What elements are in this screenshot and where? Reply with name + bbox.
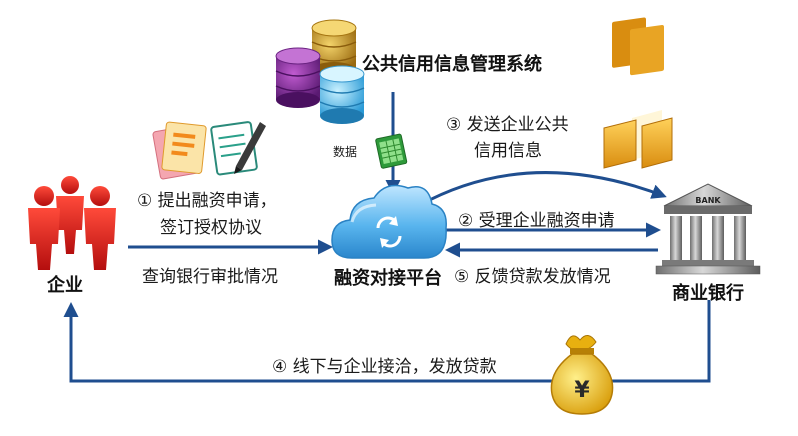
platform-label: 融资对接平台 — [334, 268, 442, 289]
query-label: 查询银行审批情况 — [142, 267, 278, 287]
step4-label: ④ 线下与企业接洽，发放贷款 — [272, 357, 497, 377]
step1-line1: ① 提出融资申请， — [137, 191, 277, 211]
pen-icon — [236, 122, 266, 170]
money-bag-icon: ¥ — [550, 335, 614, 415]
cloud-icon — [331, 184, 447, 259]
step5-label: ⑤ 反馈贷款发放情况 — [454, 267, 611, 287]
database-cylinder-purple — [275, 47, 321, 108]
step1-line2: 签订授权协议 — [160, 218, 262, 238]
step3-line2: 信用信息 — [474, 141, 542, 161]
arrow-bank-to-enterprise — [63, 300, 711, 383]
bank-label: 商业银行 — [672, 283, 744, 304]
enterprise-label: 企业 — [47, 275, 83, 296]
folders-icon — [603, 17, 673, 169]
arrows — [63, 92, 711, 383]
step2-label: ② 受理企业融资申请 — [458, 211, 615, 231]
data-label: 数据 — [333, 145, 358, 159]
step3-line1: ③ 发送企业公共 — [446, 115, 569, 135]
database-icon — [275, 19, 365, 124]
yen-symbol: ¥ — [574, 378, 590, 403]
people-icon — [28, 176, 116, 270]
bank-icon: BANK — [655, 183, 761, 275]
credit-system-label: 公共信用信息管理系统 — [362, 54, 542, 75]
data-sheet-icon — [375, 133, 408, 169]
bank-sign: BANK — [695, 196, 721, 205]
database-cylinder-cyan — [319, 65, 365, 124]
documents-icon — [152, 121, 266, 180]
arrow-platform-to-bank-curve — [419, 171, 667, 207]
